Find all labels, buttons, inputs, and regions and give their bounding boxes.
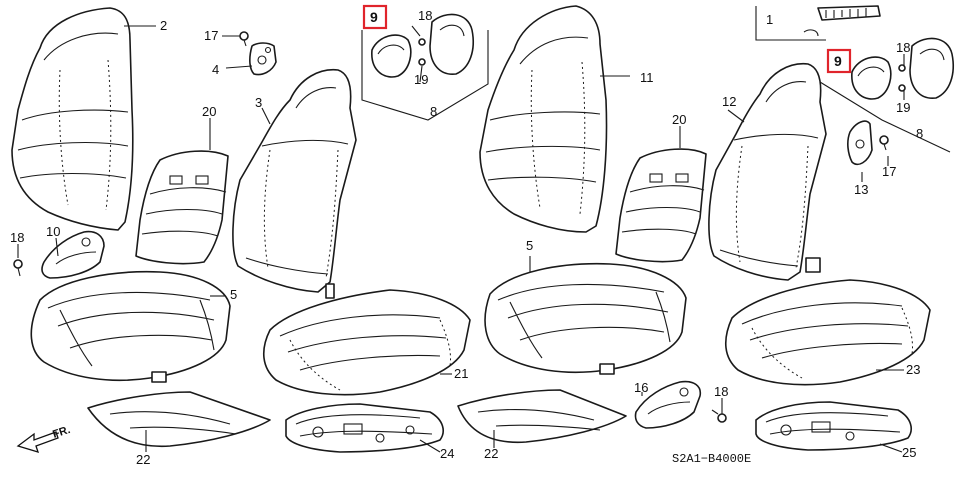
seat-back-frame-right (708, 62, 827, 281)
cover-bracket-right (847, 120, 873, 166)
highlighted-callout-9-right[interactable]: 9 (826, 48, 852, 74)
speaker-grille-group-left (361, 13, 489, 121)
callout-18b: 18 (10, 230, 24, 245)
callout-17b: 17 (882, 164, 896, 179)
callout-12: 12 (722, 94, 736, 109)
seat-pan-left (285, 403, 444, 453)
callout-24: 24 (440, 446, 454, 461)
bolt-17-left (239, 31, 249, 47)
seat-pad-sheet-right (457, 389, 627, 444)
recliner-cover-right (634, 380, 702, 429)
callout-4: 4 (212, 62, 219, 77)
front-direction-indicator: FR. (16, 424, 72, 453)
callout-20b: 20 (672, 112, 686, 127)
recliner-cover-left (41, 230, 105, 279)
callout-20a: 20 (202, 104, 216, 119)
callout-5b: 5 (526, 238, 533, 253)
callout-8b: 8 (916, 126, 923, 141)
seat-back-cover-right (479, 5, 608, 233)
callout-1: 1 (766, 12, 773, 27)
callout-18a: 18 (418, 8, 432, 23)
seat-back-cover-left (11, 7, 134, 231)
callout-16: 16 (634, 380, 648, 395)
seat-back-frame-left (232, 68, 357, 299)
callout-19a: 19 (414, 72, 428, 87)
callout-25: 25 (902, 445, 916, 460)
highlighted-callout-9-left[interactable]: 9 (362, 4, 388, 30)
highlight-box (362, 4, 388, 30)
leader-lines (17, 25, 905, 453)
callout-21: 21 (454, 366, 468, 381)
callout-3: 3 (255, 95, 262, 110)
seat-cushion-right (725, 279, 931, 386)
callout-11: 11 (640, 70, 654, 85)
callout-9a: 9 (370, 9, 378, 25)
callout-13: 13 (854, 182, 868, 197)
clip-set (755, 5, 881, 41)
seat-pad-sheet-left (87, 391, 271, 448)
seat-pan-right (755, 401, 912, 451)
bolt-17-right (879, 135, 889, 151)
seat-cushion-left (263, 289, 471, 396)
cover-bracket-left (249, 42, 277, 76)
seat-cushion-cover-right (484, 262, 687, 375)
callout-19b: 19 (896, 100, 910, 115)
front-label: FR. (51, 424, 72, 441)
callout-labels: 1 2 3 4 5 5 8 8 10 11 12 13 16 17 17 18 … (10, 8, 923, 467)
callout-2: 2 (160, 18, 167, 33)
callout-5a: 5 (230, 287, 237, 302)
highlight-box (826, 48, 852, 74)
callout-23: 23 (906, 362, 920, 377)
callout-18c: 18 (896, 40, 910, 55)
callout-9b: 9 (834, 53, 842, 69)
callout-22b: 22 (484, 446, 498, 461)
screw-18-left (13, 259, 23, 277)
arrow-left-icon (16, 431, 59, 453)
seat-cushion-cover-left (30, 270, 231, 383)
diagram-code: S2A1−B4000E (672, 452, 751, 466)
seat-back-pad-left (135, 150, 229, 265)
callout-10: 10 (46, 224, 60, 239)
callout-17a: 17 (204, 28, 218, 43)
screw-18-right-lower (711, 409, 727, 423)
speaker-grille-group-right (819, 37, 954, 153)
callout-18d: 18 (714, 384, 728, 399)
callout-22a: 22 (136, 452, 150, 467)
seat-back-pad-right (615, 148, 707, 263)
callout-8a: 8 (430, 104, 437, 119)
